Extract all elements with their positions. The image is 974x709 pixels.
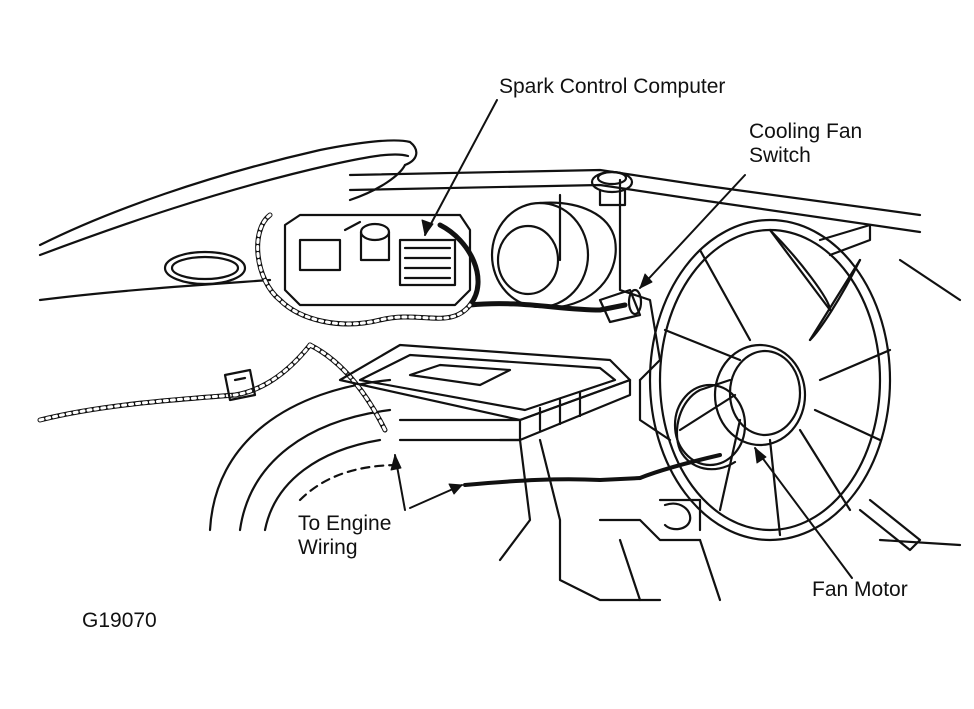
wheel-well [208, 378, 402, 532]
fender-outline [38, 139, 418, 302]
harness-connector-left [223, 368, 257, 402]
label-fan-motor: Fan Motor [812, 578, 908, 601]
label-cooling-fan-switch-line2: Switch [749, 144, 811, 167]
label-to-engine-wiring-line2: Wiring [298, 536, 358, 559]
label-cooling-fan-switch-line1: Cooling Fan [749, 120, 863, 143]
label-spark-control-computer: Spark Control Computer [499, 75, 726, 98]
battery-tray [338, 343, 632, 442]
cooling-fan [648, 218, 922, 552]
radiator-cap [590, 170, 634, 207]
harness-connector-switch [598, 288, 643, 324]
fan-motor-unit [673, 343, 807, 471]
label-to-engine-wiring-line1: To Engine [298, 512, 392, 535]
air-intake [490, 201, 617, 309]
engine-block [498, 438, 722, 602]
figure-id: G19070 [82, 609, 157, 632]
spark-control-computer-unit [283, 213, 472, 307]
wiring-harness-braid [38, 213, 472, 432]
radiator-support [348, 168, 962, 547]
engine-wiring-lower [463, 453, 722, 487]
leader-lines [394, 99, 853, 579]
leader-arrowheads [390, 219, 767, 495]
